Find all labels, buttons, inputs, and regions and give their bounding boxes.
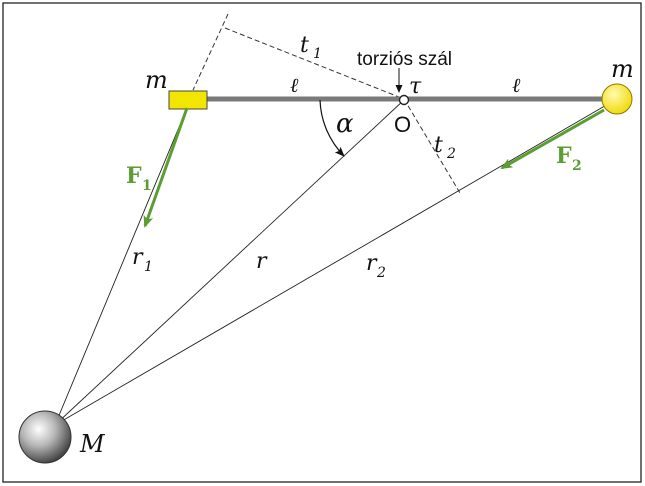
label-tau: τ — [409, 74, 422, 99]
label-r: r — [256, 249, 268, 274]
label-r2: r — [366, 251, 378, 276]
dashed-line-top-left — [192, 13, 229, 91]
label-alpha: α — [336, 109, 354, 139]
force-vector-F2 — [500, 108, 605, 170]
line-r — [54, 99, 405, 426]
label-r1: r — [132, 245, 144, 270]
label-F2-subscript: 2 — [572, 158, 582, 174]
pivot-point — [398, 94, 410, 106]
label-t2: t — [434, 133, 443, 158]
label-F1: F — [126, 163, 142, 189]
label-m-left: m — [145, 66, 168, 94]
label-t1-subscript: 1 — [313, 46, 322, 62]
label-pivot-O: O — [394, 112, 411, 137]
label-F2: F — [556, 143, 572, 169]
label-ell-right: ℓ — [512, 73, 521, 97]
distance-lines — [54, 99, 616, 426]
large-mass-M — [18, 410, 72, 464]
line-r2 — [54, 99, 616, 426]
label-ell-left: ℓ — [290, 73, 299, 97]
label-torsion-fiber: torziós szál — [357, 49, 452, 70]
label-M: M — [79, 430, 106, 458]
alpha-angle-arc — [319, 99, 345, 157]
label-t2-subscript: 2 — [446, 146, 456, 162]
dashed-construction-lines — [192, 13, 461, 194]
label-F1-subscript: 1 — [142, 178, 152, 194]
label-m-right: m — [611, 55, 634, 83]
force-vector-F1 — [143, 107, 189, 228]
dashed-line-t2 — [403, 98, 461, 194]
label-r1-subscript: 1 — [144, 259, 153, 275]
dashed-line-t1 — [224, 27, 405, 100]
small-mass-right — [601, 83, 633, 115]
label-r2-subscript: 2 — [376, 265, 386, 281]
label-t1: t — [300, 33, 309, 58]
small-mass-left — [168, 90, 208, 110]
line-r1 — [54, 107, 188, 426]
